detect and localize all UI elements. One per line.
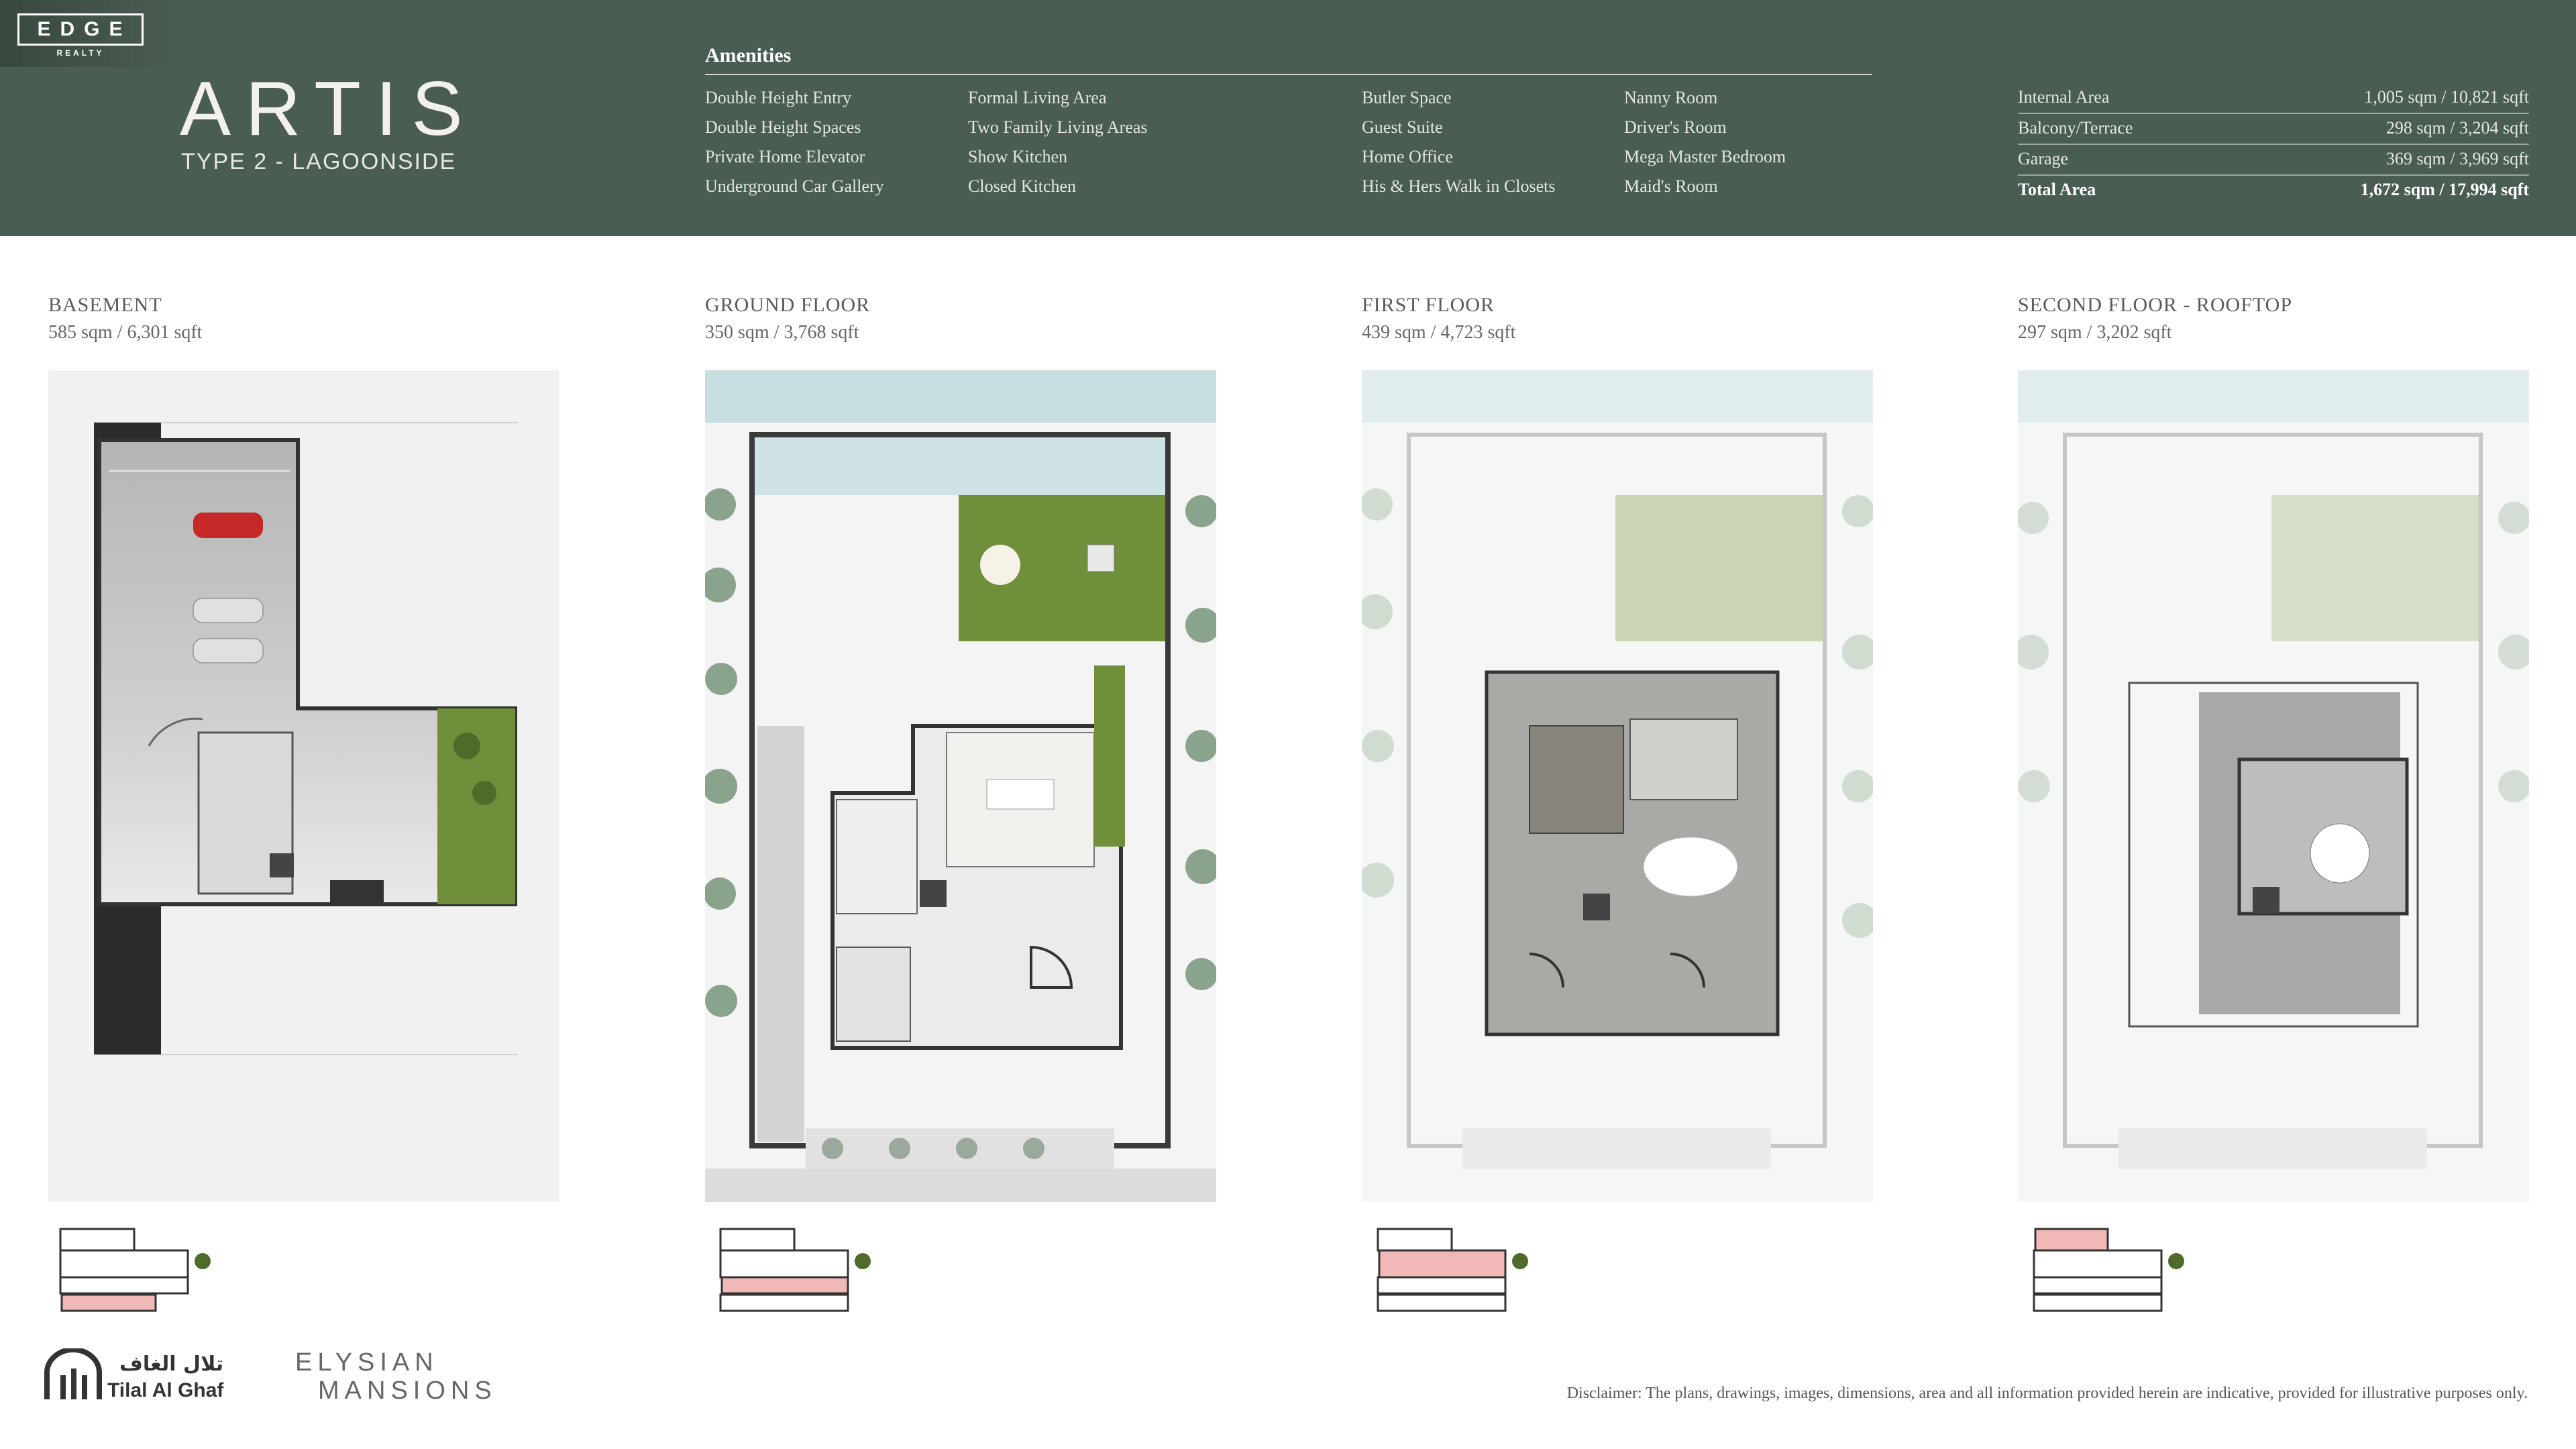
area-value: 1,672 sqm / 17,994 sqft — [2360, 180, 2529, 199]
amenity-item: Guest Suite — [1362, 117, 1443, 137]
amenity-item: Private Home Elevator — [705, 147, 865, 166]
mansions-wordmark: MANSIONS — [318, 1377, 497, 1405]
area-row-garage: Garage 369 sqm / 3,969 sqft — [2018, 145, 2529, 176]
amenity-item: Butler Space — [1362, 88, 1452, 107]
amenity-item: Double Height Spaces — [705, 117, 861, 137]
amenity-item: Nanny Room — [1624, 88, 1718, 107]
amenities-column-2: Formal Living Area Two Family Living Are… — [968, 83, 1148, 201]
floor-area: 585 sqm / 6,301 sqft — [48, 322, 203, 343]
amenities-column-1: Double Height Entry Double Height Spaces… — [705, 83, 884, 201]
floor-heading-ground: GROUND FLOOR 350 sqm / 3,768 sqft — [705, 294, 1216, 343]
floor-area: 439 sqm / 4,723 sqft — [1362, 322, 1516, 343]
realty-logo-text: REALTY — [56, 48, 105, 58]
ground-floor-plan[interactable] — [705, 370, 1216, 1202]
amenity-item: Formal Living Area — [968, 88, 1107, 107]
amenity-item: His & Hers Walk in Closets — [1362, 176, 1556, 196]
tilal-al-ghaf-wordmark: Tilal Al Ghaf — [107, 1379, 224, 1401]
amenity-item: Show Kitchen — [968, 147, 1068, 166]
floor-heading-rooftop: SECOND FLOOR - ROOFTOP 297 sqm / 3,202 s… — [2018, 294, 2529, 343]
rooftop-section-diagram — [2033, 1228, 2184, 1312]
amenity-item: Driver's Room — [1624, 117, 1727, 137]
amenity-item: Home Office — [1362, 147, 1453, 166]
floor-area: 297 sqm / 3,202 sqft — [2018, 322, 2172, 343]
floor-title: BASEMENT — [48, 294, 162, 316]
floor-heading-basement: BASEMENT 585 sqm / 6,301 sqft — [48, 294, 559, 343]
area-label: Balcony/Terrace — [2018, 118, 2133, 138]
area-value: 369 sqm / 3,969 sqft — [2385, 149, 2529, 168]
rooftop-floor-plan[interactable] — [2018, 370, 2529, 1202]
area-row-balcony: Balcony/Terrace 298 sqm / 3,204 sqft — [2018, 114, 2529, 145]
area-summary-table: Internal Area 1,005 sqm / 10,821 sqft Ba… — [2018, 83, 2529, 205]
ground-section-diagram — [719, 1228, 871, 1312]
first-section-diagram — [1377, 1228, 1528, 1312]
amenity-item: Double Height Entry — [705, 88, 852, 107]
area-label: Internal Area — [2018, 87, 2110, 107]
basement-section-diagram — [59, 1228, 211, 1312]
header-band: EDGE REALTY ARTIS TYPE 2 - LAGOONSIDE Am… — [0, 0, 2576, 236]
edge-logo-text: EDGE — [17, 13, 144, 46]
tilal-al-ghaf-arabic: تلال الغاف — [119, 1352, 224, 1376]
area-label: Garage — [2018, 149, 2069, 168]
floor-title: FIRST FLOOR — [1362, 294, 1495, 316]
amenities-title: Amenities — [705, 44, 792, 66]
amenity-item: Closed Kitchen — [968, 176, 1077, 196]
area-row-total: Total Area 1,672 sqm / 17,994 sqft — [2018, 176, 2529, 205]
project-title: ARTIS — [180, 66, 478, 152]
floor-heading-first: FIRST FLOOR 439 sqm / 4,723 sqft — [1362, 294, 1873, 343]
tilal-al-ghaf-emblem-icon — [44, 1348, 102, 1399]
amenity-item: Mega Master Bedroom — [1624, 147, 1786, 166]
area-row-internal: Internal Area 1,005 sqm / 10,821 sqft — [2018, 83, 2529, 114]
amenities-column-4: Nanny Room Driver's Room Mega Master Bed… — [1624, 83, 1786, 201]
amenity-item: Maid's Room — [1624, 176, 1718, 196]
floor-area: 350 sqm / 3,768 sqft — [705, 322, 859, 343]
amenity-item: Underground Car Gallery — [705, 176, 884, 196]
area-value: 1,005 sqm / 10,821 sqft — [2364, 87, 2529, 107]
project-subtitle: TYPE 2 - LAGOONSIDE — [181, 149, 457, 174]
floor-title: GROUND FLOOR — [705, 294, 871, 316]
area-label: Total Area — [2018, 180, 2096, 199]
floor-title: SECOND FLOOR - ROOFTOP — [2018, 294, 2293, 316]
elysian-wordmark: ELYSIAN — [295, 1348, 439, 1377]
amenity-item: Two Family Living Areas — [968, 117, 1148, 137]
first-floor-plan[interactable] — [1362, 370, 1873, 1202]
basement-floor-plan[interactable] — [48, 370, 559, 1202]
amenities-column-3: Butler Space Guest Suite Home Office His… — [1362, 83, 1555, 201]
disclaimer-text: Disclaimer: The plans, drawings, images,… — [1566, 1385, 2528, 1402]
area-value: 298 sqm / 3,204 sqft — [2385, 118, 2529, 138]
edge-realty-logo[interactable]: EDGE REALTY — [0, 0, 180, 67]
amenities-divider — [705, 74, 1872, 75]
